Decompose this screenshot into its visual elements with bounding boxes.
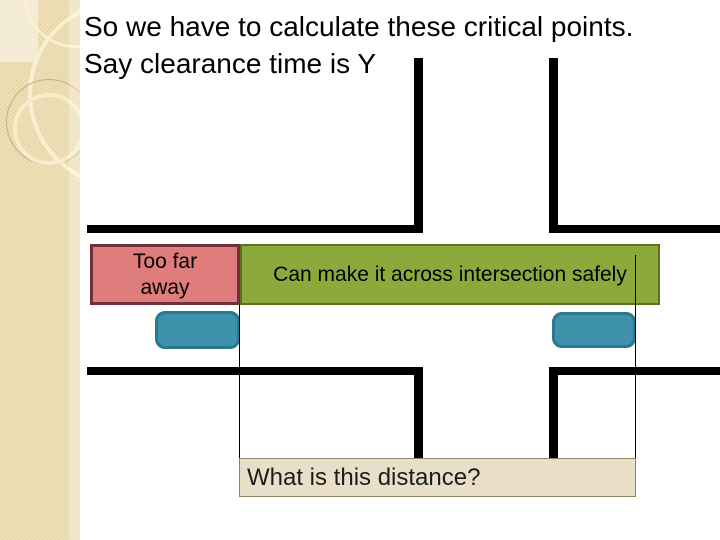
title-line-1: So we have to calculate these critical p… [84,11,634,42]
road-bottom-left-horizontal [87,367,423,375]
decorative-circle [13,93,80,165]
too-far-away-line-1: Too far [132,249,198,273]
road-top-left-horizontal [87,225,423,233]
road-bottom-left-vertical [414,367,423,458]
road-bottom-right-vertical [549,367,558,458]
distance-question-text: What is this distance? [247,463,481,491]
distance-question-label: What is this distance? [239,458,636,497]
title-line-2: Say clearance time is Y [84,48,377,79]
road-top-left-vertical [414,58,423,233]
road-top-right-vertical [549,58,558,233]
safe-crossing-text: Can make it across intersection safely [273,262,627,286]
connector-line-left [239,305,240,458]
road-top-right-horizontal [549,225,720,233]
car-shape-right [552,312,636,348]
sidebar-edge-strip [69,0,80,540]
too-far-away-label: Too far away [90,244,240,305]
road-bottom-right-horizontal [549,367,720,375]
connector-line-right [635,255,636,458]
sidebar-decoration [0,0,80,540]
too-far-away-line-2: away [140,275,190,299]
safe-crossing-label: Can make it across intersection safely [240,244,660,305]
car-shape-left [155,311,240,349]
slide-title: So we have to calculate these critical p… [84,8,716,82]
